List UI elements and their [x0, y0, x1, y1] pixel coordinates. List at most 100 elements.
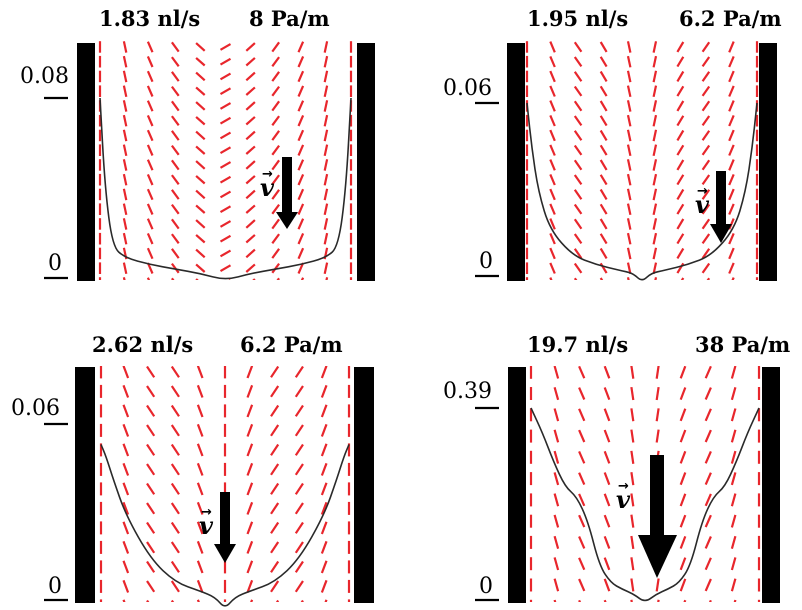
panel-1-director-dash	[219, 161, 232, 169]
panel-2-director-dash	[728, 41, 735, 53]
panel-1-director-dash	[245, 160, 256, 170]
panel-2-director-dash	[652, 100, 658, 112]
panel-1-director-dash	[195, 204, 206, 214]
panel-2-director-dash	[676, 262, 685, 274]
panel-4-director-dash	[704, 366, 712, 379]
panel-2-director-dash	[728, 70, 735, 83]
panel-3-director-dash	[146, 443, 156, 456]
panel-3-director-dash	[300, 599, 304, 602]
panel-4-director-dash	[553, 578, 560, 592]
panel-4-director-dash	[578, 387, 586, 400]
panel-4-director-dash	[679, 429, 687, 443]
panel-1-director-dash	[297, 41, 305, 53]
panel-1-director-dash	[195, 234, 206, 244]
panel-4-director-dash	[679, 472, 687, 486]
panel-2-director-dash	[626, 129, 632, 142]
panel-1-director-dash	[146, 188, 154, 201]
panel-1-director-dash	[171, 277, 175, 280]
panel-2-director-dash	[676, 129, 685, 141]
panel-4-director-dash	[553, 599, 557, 602]
panel-3-director-dash	[294, 521, 304, 534]
panel-3-left-wall	[75, 367, 95, 603]
panel-4-director-dash	[704, 472, 712, 486]
panel-3-director-dash	[122, 560, 130, 574]
panel-3-director-dash	[270, 560, 280, 573]
panel-2-director-dash	[573, 144, 583, 156]
panel-3-director-dash	[146, 599, 150, 602]
panel-3-director-dash	[146, 580, 156, 593]
panel-4-director-dash	[704, 536, 712, 549]
panel-3-director-dash	[122, 579, 130, 593]
panel-3-director-dash	[320, 423, 328, 437]
panel-2-director-dash	[573, 85, 583, 97]
panel-1-director-dash	[122, 232, 128, 245]
panel-3-director-dash	[246, 366, 254, 379]
panel-1-director-dash	[122, 262, 128, 275]
panel-3-director-dash	[170, 502, 180, 515]
panel-3-director-dash	[122, 423, 130, 437]
panel-1-director-dash	[171, 85, 180, 97]
panel-2-director-dash	[549, 55, 556, 68]
panel-2-director-dash	[701, 262, 711, 274]
panel-2-director-dash	[626, 188, 632, 201]
panel-1-left-wall	[77, 43, 95, 281]
panel-4-director-dash	[578, 557, 586, 571]
panel-1-director-dash	[323, 129, 329, 142]
panel-3-director-dash	[320, 462, 328, 476]
panel-2-director-dash	[599, 262, 608, 274]
panel-4-director-dash	[679, 578, 687, 592]
panel-2-director-dash	[701, 115, 711, 127]
panel-3-director-dash	[196, 501, 204, 515]
panel-3-director-dash	[324, 599, 328, 602]
panel-3-director-dash	[294, 385, 304, 398]
panel-2-director-dash	[652, 41, 658, 53]
panel-1-director-dash	[195, 145, 206, 155]
panel-2-director-dash	[573, 56, 583, 68]
panel-1-director-dash	[171, 233, 180, 244]
panel-3-director-dash	[170, 443, 180, 456]
panel-2-director-dash	[599, 100, 608, 112]
panel-1-director-dash	[171, 71, 180, 82]
panel-4-director-dash	[553, 366, 560, 379]
panel-4-director-dash	[704, 387, 712, 400]
panel-4-director-dash	[679, 536, 687, 549]
panel-1-director-dash	[271, 41, 280, 53]
panel-1-director-dash	[219, 87, 232, 96]
panel-2-director-dash	[652, 159, 658, 171]
panel-4-director-dash	[603, 557, 611, 571]
panel-2-director-dash	[549, 173, 556, 186]
panel-2-director-dash	[676, 56, 685, 68]
panel-2-director-dash	[701, 248, 711, 259]
panel-2-director-dash	[728, 203, 735, 215]
panel-4-left-wall	[508, 367, 526, 603]
panel-1-director-dash	[219, 205, 232, 214]
panel-3-velocity-arrow	[214, 492, 236, 563]
panel-1-director-dash	[219, 220, 232, 228]
panel-2-director-dash	[652, 232, 658, 245]
panel-1-director-dash	[122, 70, 128, 83]
panel-3-director-dash	[320, 404, 328, 418]
panel-1-director-dash	[219, 116, 232, 125]
panel-2-director-dash	[626, 114, 632, 127]
panel-3-director-dash	[320, 501, 328, 515]
panel-2-director-dash	[573, 203, 583, 215]
panel-2-director-dash	[626, 203, 632, 216]
panel-1-director-dash	[245, 86, 256, 96]
panel-3-director-dash	[196, 482, 204, 496]
panel-2-director-dash	[701, 41, 711, 53]
panel-2-director-dash	[676, 100, 685, 112]
panel-2-director-dash	[573, 100, 583, 112]
panel-1-director-dash	[219, 264, 232, 273]
panel-2-director-dash	[680, 277, 685, 280]
panel-3-velocity-symbol: v	[199, 511, 214, 540]
panel-1-director-dash	[245, 204, 256, 214]
panel-2-director-dash	[728, 262, 735, 274]
panel-4-director-dash	[704, 514, 712, 528]
panel-1-flow-rate: 1.83 nl/s	[99, 6, 200, 31]
panel-4-director-dash	[655, 429, 660, 443]
panel-3-director-dash	[196, 462, 204, 476]
panel-4-director-dash	[578, 599, 582, 602]
panel-1-director-dash	[195, 219, 206, 229]
panel-2-director-dash	[652, 85, 658, 98]
panel-2-director-dash	[573, 71, 583, 82]
